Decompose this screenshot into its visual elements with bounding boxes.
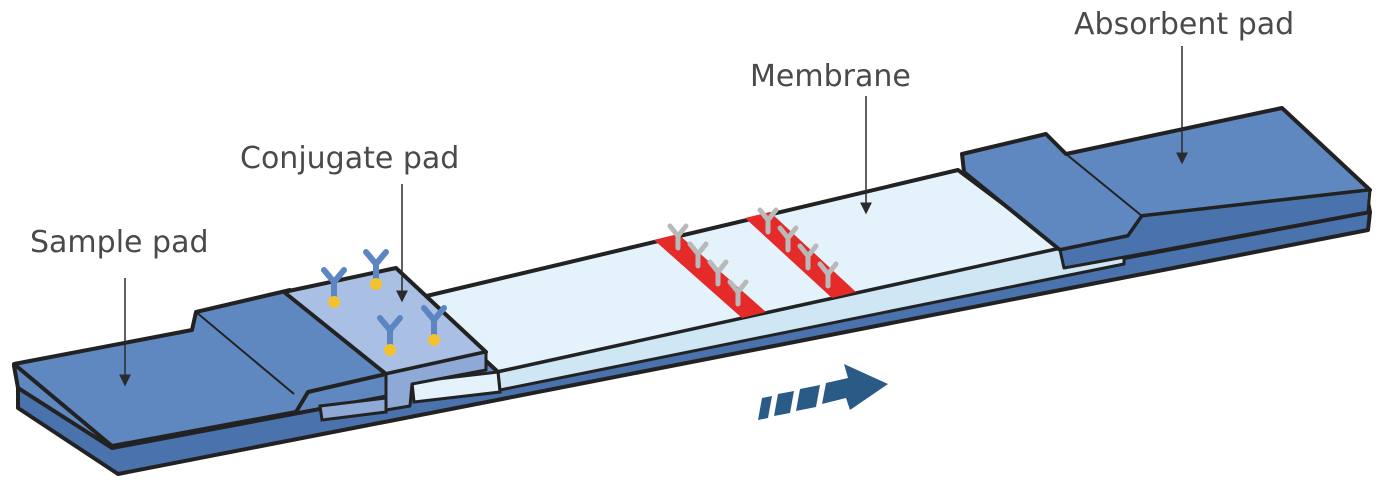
capture-antibodies [667, 207, 839, 307]
antibody-icon [363, 249, 389, 290]
absorbent-pad-label: Absorbent pad [1074, 7, 1294, 42]
conjugate-antibodies [321, 249, 447, 356]
antibody-icon [667, 223, 689, 251]
conjugate-pad-label: Conjugate pad [240, 141, 459, 176]
antibody-icon [797, 243, 819, 271]
flow-arrow-icon [758, 364, 888, 420]
sample-pad-label: Sample pad [30, 225, 209, 260]
antibody-icon [727, 279, 749, 307]
antibody-icon [687, 241, 709, 269]
membrane-label: Membrane [750, 59, 911, 94]
absorbent-pad [960, 106, 1372, 270]
antibody-icon [321, 267, 347, 308]
leader-lines [119, 46, 1188, 387]
antibody-icon [421, 305, 447, 346]
antibody-icon [777, 225, 799, 253]
antibody-icon [707, 259, 729, 287]
antibody-icon [757, 207, 779, 235]
antibody-icon [377, 315, 403, 356]
antibody-icon [817, 261, 839, 289]
